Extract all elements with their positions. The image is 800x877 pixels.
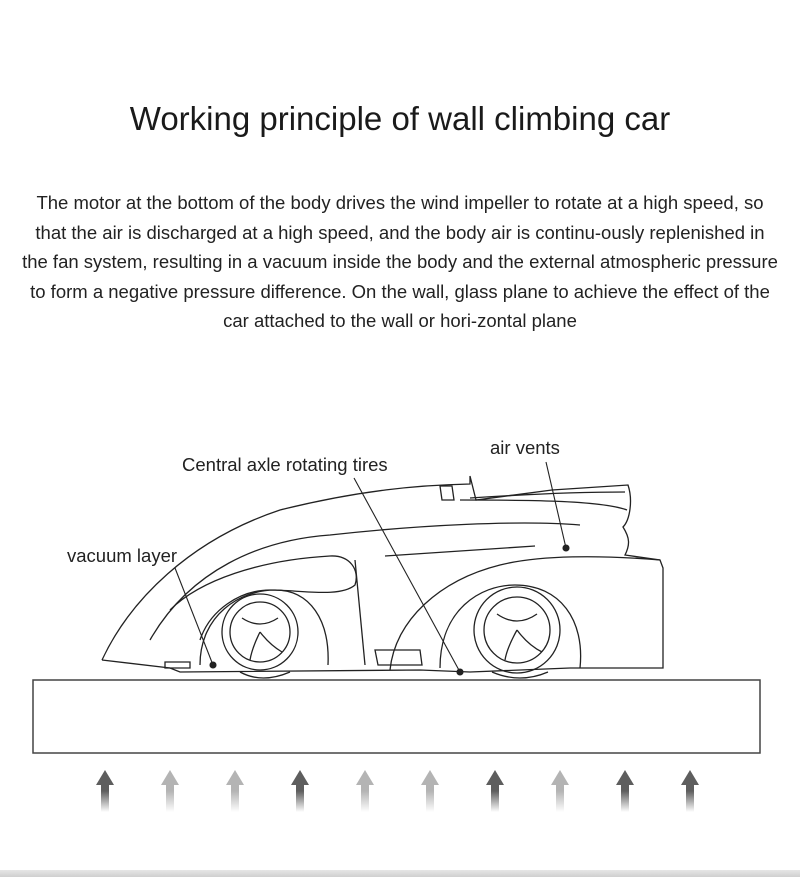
- rear-wheel: [473, 586, 561, 679]
- up-arrow-icon: [551, 770, 569, 812]
- description-paragraph: The motor at the bottom of the body driv…: [22, 192, 778, 331]
- leader-lines: [174, 461, 570, 676]
- up-arrow-icon: [226, 770, 244, 812]
- up-arrow-icon: [486, 770, 504, 812]
- up-arrow-icon: [291, 770, 309, 812]
- car-body: [101, 475, 664, 673]
- up-arrow-icon: [356, 770, 374, 812]
- central-axle-label: Central axle rotating tires: [182, 454, 388, 475]
- up-arrow-icon: [161, 770, 179, 812]
- up-arrow-icon: [616, 770, 634, 812]
- wall-surface: [32, 679, 761, 754]
- front-wheel: [221, 593, 299, 679]
- up-arrow-icon: [96, 770, 114, 812]
- vacuum-layer-label: vacuum layer: [67, 545, 178, 566]
- air-vents-label: air vents: [490, 437, 560, 458]
- up-arrow-icon: [681, 770, 699, 812]
- page-title: Working principle of wall climbing car: [129, 100, 671, 137]
- up-arrow-icon: [421, 770, 439, 812]
- air-pressure-arrows: [96, 770, 699, 812]
- bottom-divider: [0, 870, 800, 877]
